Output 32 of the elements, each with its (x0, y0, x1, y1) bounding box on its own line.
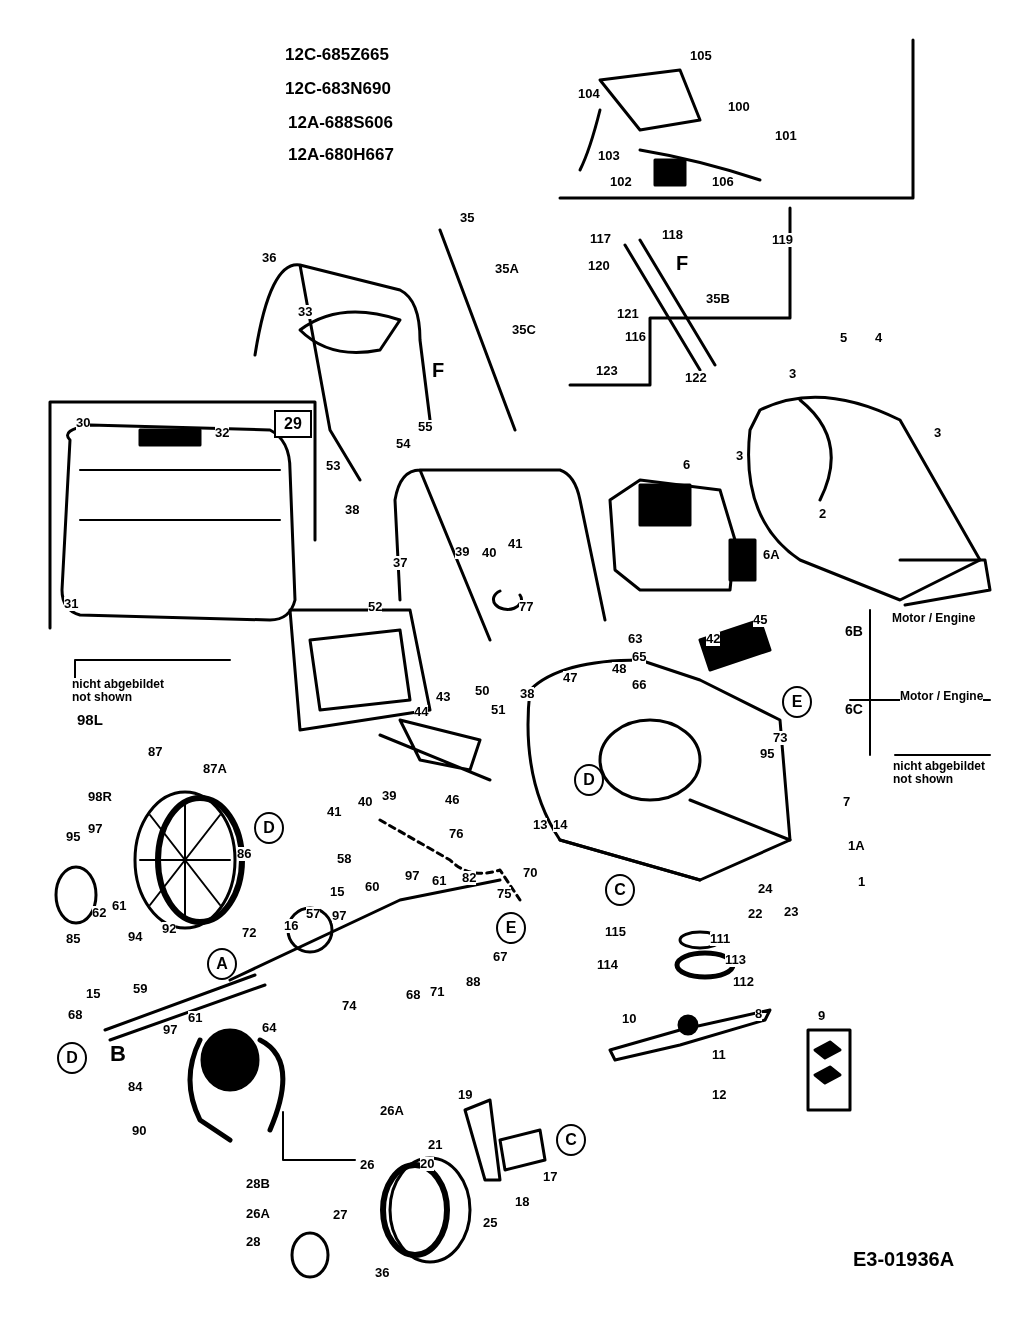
reference-circle: C (605, 874, 635, 906)
callout-number: 8 (755, 1007, 763, 1022)
callout-number: 113 (725, 953, 746, 968)
reference-circle: D (574, 764, 604, 796)
reference-circle: D (254, 812, 284, 844)
callout-number: 73 (773, 731, 788, 746)
callout-number: 33 (298, 305, 313, 320)
reference-circle: D (57, 1042, 87, 1074)
callout-number: 97 (332, 909, 347, 924)
callout-number: 52 (368, 600, 383, 615)
callout-number: Motor / Engine (900, 690, 984, 704)
reference-circle: E (782, 686, 812, 718)
callout-number: 65 (632, 650, 647, 665)
callout-number: 39 (455, 545, 470, 560)
callout-number: 14 (553, 818, 568, 833)
callout-number: 82 (462, 871, 477, 886)
reference-circle: E (496, 912, 526, 944)
callout-number: 42 (706, 632, 721, 647)
reference-circle: A (207, 948, 237, 980)
callout-number: 16 (284, 919, 299, 934)
callout-number: 30 (76, 416, 91, 431)
callout-number: 45 (753, 613, 768, 628)
callout-number: 111 (710, 932, 731, 947)
callout-number: 20 (420, 1157, 435, 1172)
callout-number: 119 (772, 233, 793, 248)
callout-box: 29 (274, 410, 312, 438)
callout-number: 86 (237, 847, 252, 862)
reference-circle: C (556, 1124, 586, 1156)
callout-number: 38 (520, 687, 535, 702)
callout-number: Motor / Engine (892, 612, 976, 626)
callout-number: 31 (64, 597, 79, 612)
callout-number: 37 (393, 556, 408, 571)
